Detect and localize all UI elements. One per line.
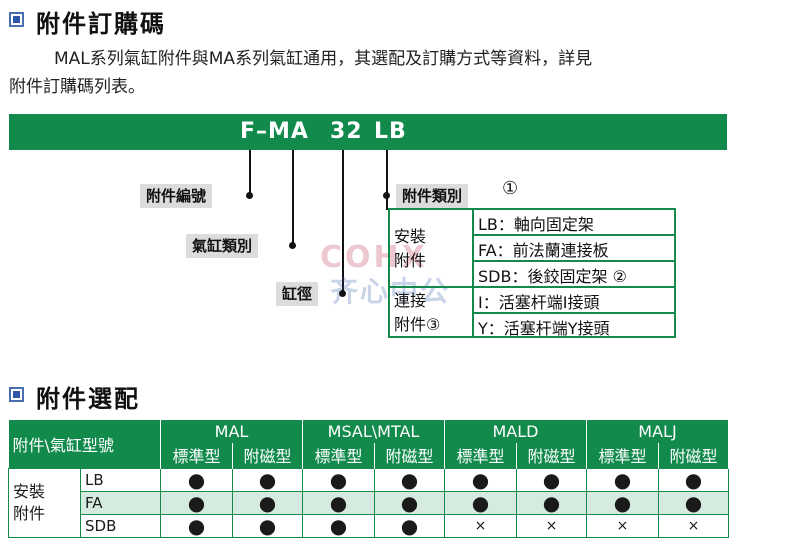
table-mark: ● — [302, 490, 375, 515]
table-mark: × — [516, 513, 587, 538]
table-mark: ● — [374, 513, 445, 538]
table-mark: × — [658, 513, 729, 538]
accessory-item-fa: FA：前法蘭連接板 — [478, 241, 609, 260]
accessory-item-lb: LB：軸向固定架 — [478, 215, 594, 234]
table-mark: ● — [444, 467, 517, 492]
row-group-text: 安裝附件 — [13, 481, 46, 523]
section-square-icon — [9, 12, 24, 27]
table-mark: ● — [658, 490, 729, 515]
table-row-name: LB — [80, 467, 161, 492]
table-mark: ● — [302, 513, 375, 538]
table-row: SDB ● ● ● ● × × × × — [9, 513, 729, 538]
table-mark: × — [586, 513, 659, 538]
section-title-order-code: 附件訂購碼 — [36, 10, 166, 38]
table-row: FA ● ● ● ● ● ● ● ● — [9, 490, 729, 515]
connector-line-bore — [342, 150, 344, 294]
table-mark: ● — [658, 467, 729, 492]
table-row-group-label: 安裝附件 — [8, 467, 81, 538]
table-subcol-header: 標準型 — [586, 443, 659, 468]
connector-line-type — [292, 150, 294, 246]
table-mark: ● — [160, 490, 233, 515]
table-subcol-header: 標準型 — [160, 443, 233, 468]
order-code-bore: 32 — [330, 119, 363, 144]
table-group-header: MALD — [444, 420, 587, 444]
accessory-left-connect-2: 附件③ — [394, 315, 441, 334]
accessory-row-line — [472, 234, 676, 236]
table-mark: ● — [586, 490, 659, 515]
label-accessory-type: 附件類別 — [396, 184, 469, 208]
table-corner-header: 附件\氣缸型號 — [8, 420, 161, 468]
accessory-left-mount-2: 附件 — [394, 251, 427, 270]
table-mark: ● — [232, 467, 303, 492]
connector-line-prefix — [249, 150, 251, 196]
table-mark: ● — [160, 467, 233, 492]
table-subcol-header: 附磁型 — [658, 443, 729, 468]
table-mark: ● — [516, 490, 587, 515]
table-mark: ● — [586, 467, 659, 492]
accessory-left-connect-1: 連接 — [394, 291, 427, 310]
accessory-row-line — [472, 286, 676, 288]
note-circled-1: ① — [502, 178, 519, 199]
order-code-accessory: LB — [374, 119, 407, 144]
pointer-dot — [339, 290, 346, 297]
pointer-dot — [246, 192, 253, 199]
table-mark: ● — [374, 467, 445, 492]
table-subcol-header: 附磁型 — [374, 443, 445, 468]
label-cylinder-type: 氣缸類別 — [186, 234, 259, 258]
table-group-header: MAL — [160, 420, 303, 444]
table-mark: ● — [374, 490, 445, 515]
connector-line-accessory-box — [386, 196, 388, 210]
table-row: 安裝附件 LB ● ● ● ● ● ● ● ● — [8, 467, 729, 538]
table-subcol-header: 附磁型 — [232, 443, 303, 468]
table-subcol-header: 標準型 — [302, 443, 375, 468]
accessory-row-line — [472, 312, 676, 314]
label-bore: 缸徑 — [276, 282, 319, 306]
order-code-prefix: F–MA — [240, 119, 309, 144]
order-code-banner — [9, 114, 727, 150]
pointer-dot — [383, 192, 390, 199]
table-mark: ● — [160, 513, 233, 538]
intro-line-1: MAL系列氣缸附件與MA系列氣缸通用，其選配及訂購方式等資料，詳見 — [54, 49, 593, 69]
accessory-box-divider — [472, 208, 474, 338]
watermark-logo: COHX — [320, 240, 428, 275]
accessory-item-y: Y：活塞杆端Y接頭 — [478, 319, 610, 338]
label-accessory-number: 附件編號 — [140, 184, 213, 208]
accessory-type-box — [388, 208, 676, 338]
table-row-name: FA — [80, 490, 161, 515]
table-mark: ● — [232, 490, 303, 515]
table-group-header: MALJ — [586, 420, 729, 444]
accessory-left-separator — [388, 286, 474, 288]
table-header-row: 附件\氣缸型號 MAL MSAL\MTAL MALD MALJ — [8, 420, 729, 468]
table-row-name: SDB — [80, 513, 161, 538]
accessory-item-i: I：活塞杆端I接頭 — [478, 293, 600, 312]
table-subheader-row: 標準型 附磁型 標準型 附磁型 標準型 附磁型 標準型 附磁型 — [9, 443, 729, 468]
accessory-left-mount-1: 安裝 — [394, 227, 427, 246]
table-subcol-header: 附磁型 — [516, 443, 587, 468]
table-mark: ● — [516, 467, 587, 492]
table-mark: ● — [444, 490, 517, 515]
table-mark: ● — [232, 513, 303, 538]
table-mark: ● — [302, 467, 375, 492]
accessory-selection-table: 附件\氣缸型號 MAL MSAL\MTAL MALD MALJ 標準型 附磁型 … — [8, 420, 729, 538]
connector-line-accessory — [386, 150, 388, 194]
intro-line-2: 附件訂購碼列表。 — [9, 77, 145, 97]
accessory-item-sdb: SDB：後鉸固定架 ② — [478, 267, 627, 286]
table-subcol-header: 標準型 — [444, 443, 517, 468]
table-mark: × — [444, 513, 517, 538]
accessory-row-line — [472, 260, 676, 262]
table-group-header: MSAL\MTAL — [302, 420, 445, 444]
pointer-dot — [289, 242, 296, 249]
section-square-icon — [9, 387, 24, 402]
section-title-accessory-selection: 附件選配 — [36, 385, 140, 413]
